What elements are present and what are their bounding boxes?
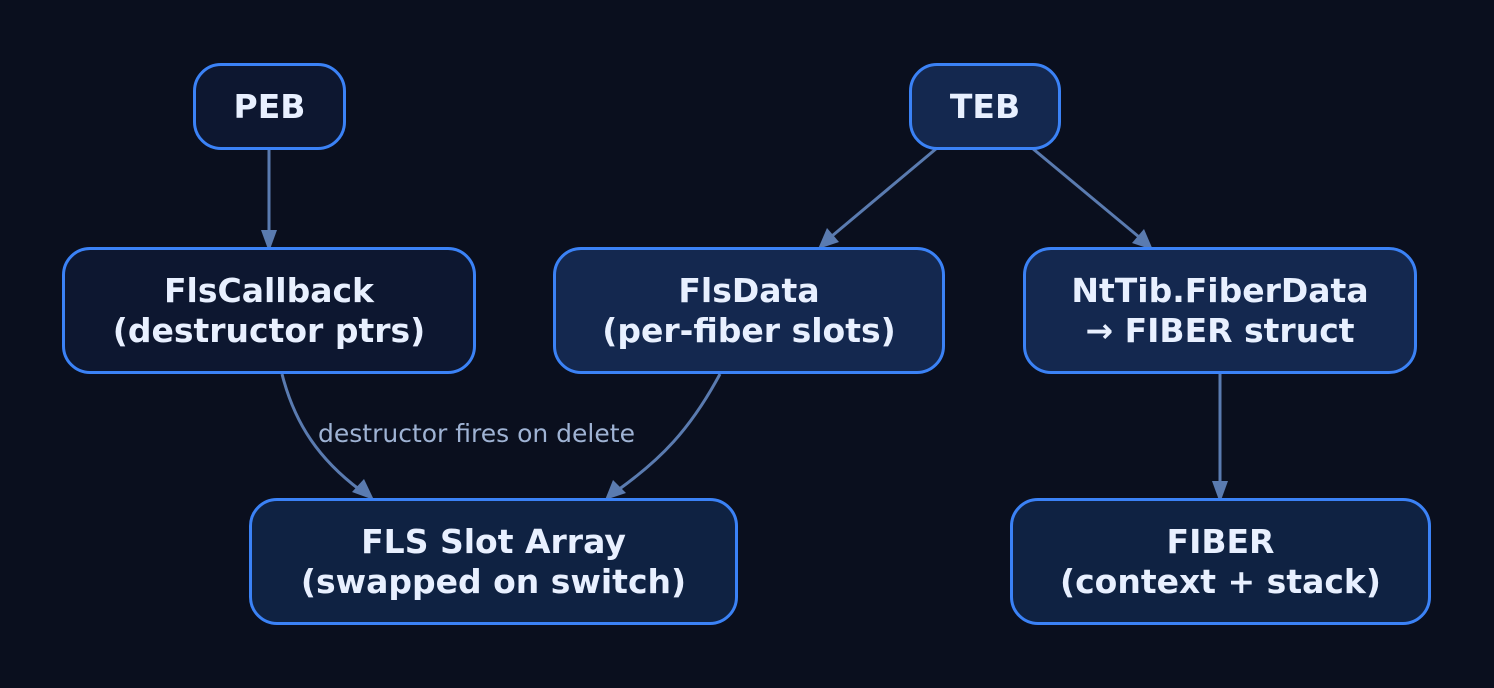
node-fls-slot-array-subtitle: (swapped on switch) xyxy=(300,561,687,601)
arrowhead-peb-flscallback xyxy=(261,230,277,252)
edge-label-destructor: destructor fires on delete xyxy=(318,419,635,448)
node-flscallback: FlsCallback (destructor ptrs) xyxy=(62,247,476,374)
node-teb: TEB xyxy=(909,63,1061,150)
node-fls-slot-array-title: FLS Slot Array xyxy=(361,521,626,561)
node-fls-slot-array: FLS Slot Array (swapped on switch) xyxy=(249,498,738,625)
node-flscallback-subtitle: (destructor ptrs) xyxy=(112,310,426,350)
edge-teb-flsdata xyxy=(831,146,938,238)
edge-flscallback-slotarray xyxy=(280,373,361,492)
node-flsdata-subtitle: (per-fiber slots) xyxy=(602,310,896,350)
arrowhead-teb-fiberdata xyxy=(1132,229,1153,250)
node-peb: PEB xyxy=(193,63,346,150)
node-fiber: FIBER (context + stack) xyxy=(1010,498,1431,625)
node-fiber-subtitle: (context + stack) xyxy=(1060,561,1381,601)
node-flsdata-title: FlsData xyxy=(678,270,820,310)
arrowhead-fiberdata-fiber xyxy=(1212,481,1228,503)
node-fiberdata-subtitle: → FIBER struct xyxy=(1085,310,1355,350)
edge-teb-fiberdata xyxy=(1031,146,1140,239)
arrowhead-flsdata-slotarray xyxy=(605,480,626,500)
arrowhead-teb-flsdata xyxy=(818,228,839,249)
arrowhead-flscallback-slotarray xyxy=(352,479,374,500)
node-peb-label: PEB xyxy=(233,86,306,126)
node-fiber-title: FIBER xyxy=(1166,521,1275,561)
node-teb-label: TEB xyxy=(949,86,1021,126)
node-fiberdata-title: NtTib.FiberData xyxy=(1071,270,1369,310)
node-fiberdata: NtTib.FiberData → FIBER struct xyxy=(1023,247,1417,374)
edge-flsdata-slotarray xyxy=(617,373,722,492)
node-flscallback-title: FlsCallback xyxy=(163,270,374,310)
node-flsdata: FlsData (per-fiber slots) xyxy=(553,247,945,374)
